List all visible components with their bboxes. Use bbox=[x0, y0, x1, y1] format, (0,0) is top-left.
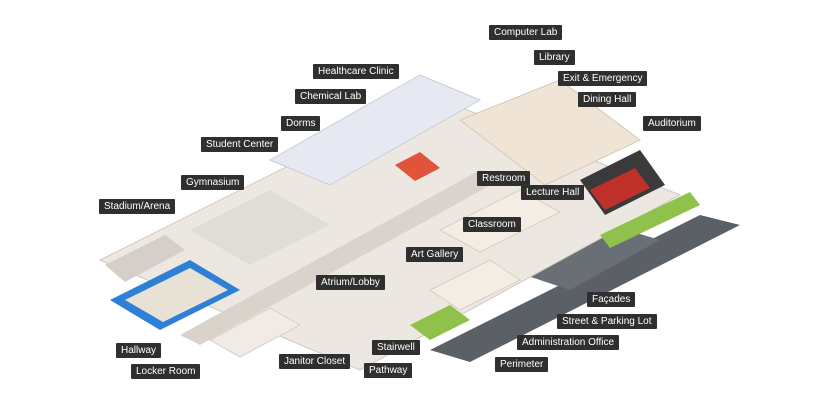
gym-floor bbox=[190, 190, 330, 265]
label-stairwell: Stairwell bbox=[372, 340, 420, 355]
label-atrium-lobby: Atrium/Lobby bbox=[316, 275, 385, 290]
label-perimeter: Perimeter bbox=[495, 357, 549, 372]
label-restroom: Restroom bbox=[477, 171, 531, 186]
label-administration-office: Administration Office bbox=[517, 335, 620, 350]
label-stadium-arena: Stadium/Arena bbox=[99, 199, 176, 214]
office-area bbox=[429, 259, 521, 311]
label-auditorium: Auditorium bbox=[643, 116, 701, 131]
street bbox=[430, 215, 740, 362]
label-street-parking: Street & Parking Lot bbox=[557, 314, 657, 329]
label-facades: Façades bbox=[587, 292, 636, 307]
label-dining-hall: Dining Hall bbox=[578, 92, 637, 107]
label-exit-emergency: Exit & Emergency bbox=[558, 71, 648, 86]
label-art-gallery: Art Gallery bbox=[406, 247, 464, 262]
label-janitor-closet: Janitor Closet bbox=[279, 354, 351, 369]
hallway-corridor bbox=[180, 170, 500, 345]
label-hallway: Hallway bbox=[116, 343, 162, 358]
label-chemical-lab: Chemical Lab bbox=[295, 89, 367, 104]
label-computer-lab: Computer Lab bbox=[489, 25, 563, 40]
auditorium-seats bbox=[590, 168, 650, 210]
label-library: Library bbox=[534, 50, 575, 65]
student-lounge bbox=[395, 152, 440, 181]
label-healthcare-clinic: Healthcare Clinic bbox=[313, 64, 399, 79]
label-gymnasium: Gymnasium bbox=[181, 175, 245, 190]
stadium-seats bbox=[105, 235, 185, 282]
court-floor bbox=[125, 268, 228, 322]
label-pathway: Pathway bbox=[364, 363, 413, 378]
lawn bbox=[410, 305, 470, 340]
locker-area bbox=[208, 307, 302, 358]
label-dorms: Dorms bbox=[281, 116, 321, 131]
label-locker-room: Locker Room bbox=[131, 364, 201, 379]
label-classroom: Classroom bbox=[463, 217, 521, 232]
grass-strip bbox=[600, 192, 700, 248]
upper-wing bbox=[268, 74, 482, 186]
label-student-center: Student Center bbox=[201, 137, 279, 152]
label-lecture-hall: Lecture Hall bbox=[521, 185, 585, 200]
